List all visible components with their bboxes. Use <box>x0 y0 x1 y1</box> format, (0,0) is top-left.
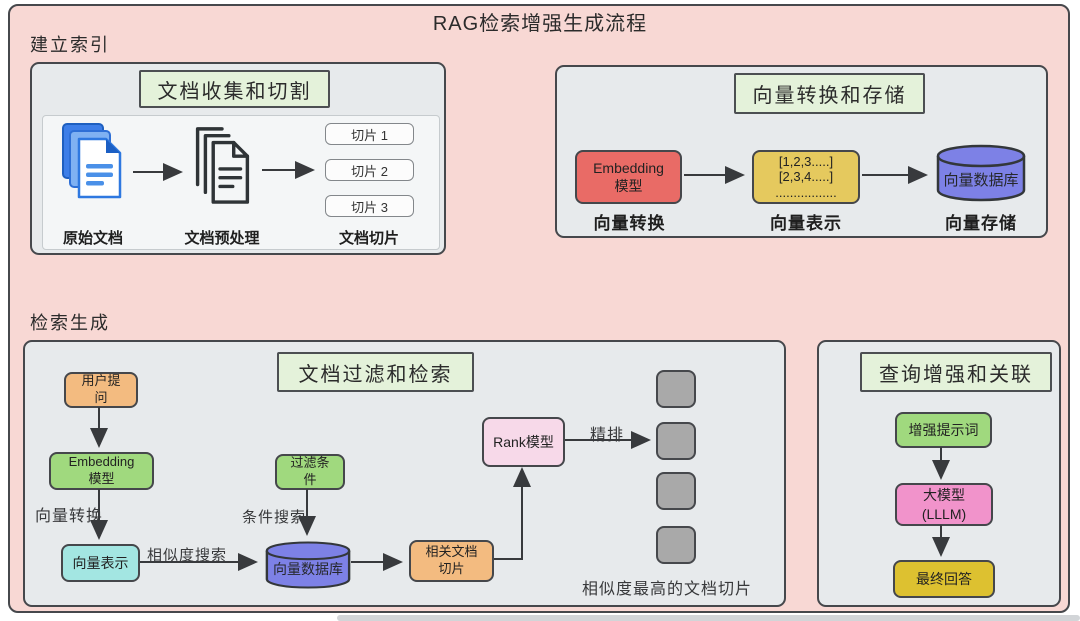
chip-slice-2: 切片 2 <box>325 159 414 181</box>
label-rerank: 精排 <box>590 427 625 444</box>
label-condition-search: 条件搜索 <box>242 509 307 526</box>
source-documents-icon <box>60 122 126 200</box>
panel-augment: 查询增强和关联 增强提示词 大模型 (LLLM) 最终回答 <box>817 340 1061 607</box>
document-preprocess-icon <box>190 124 254 206</box>
diagram-title: RAG检索增强生成流程 <box>432 13 648 35</box>
llm-box: 大模型 (LLLM) <box>895 483 993 526</box>
caption-source-docs: 原始文档 <box>62 230 123 247</box>
vector-repr-box: 向量表示 <box>61 544 140 582</box>
chip-slice-1: 切片 1 <box>325 123 414 145</box>
vector-values-box: [1,2,3.....] [2,3,4.....] ..............… <box>752 150 860 204</box>
rank-model-box: Rank模型 <box>482 417 565 467</box>
doc-chunk-square-1 <box>656 370 696 408</box>
label-similarity-search: 相似度搜索 <box>147 547 228 564</box>
user-query-box: 用户提 问 <box>64 372 138 408</box>
panel-augment-title: 查询增强和关联 <box>860 352 1052 392</box>
augmented-prompt-box: 增强提示词 <box>895 412 992 448</box>
final-answer-box: 最终回答 <box>893 560 995 598</box>
panel-doc-collect-title: 文档收集和切割 <box>139 70 330 108</box>
caption-doc-slices: 文档切片 <box>338 230 399 247</box>
caption-vector-convert: 向量转换 <box>593 214 666 233</box>
label-vector-convert: 向量转换 <box>35 508 104 525</box>
caption-preprocess: 文档预处理 <box>184 230 260 247</box>
caption-vector-storage: 向量存储 <box>945 214 1017 233</box>
vector-database-icon-2: 向量数据库 <box>264 540 352 590</box>
section-label-retrieval: 检索生成 <box>30 313 110 333</box>
related-chunks-box: 相关文档 切片 <box>409 540 494 582</box>
panel-filter-retrieval: 文档过滤和检索 用户提 问 Embedding 模型 向量转换 向量表示 相似度… <box>23 340 786 607</box>
panel-vector-store-title: 向量转换和存储 <box>734 73 925 114</box>
horizontal-scrollbar[interactable] <box>337 615 1080 621</box>
section-label-indexing: 建立索引 <box>30 35 110 55</box>
vector-database-label-2: 向量数据库 <box>273 561 343 577</box>
label-top-chunks: 相似度最高的文档切片 <box>582 581 753 598</box>
doc-chunk-square-2 <box>656 422 696 460</box>
vector-database-label: 向量数据库 <box>943 171 1019 189</box>
embedding-model-box: Embedding 模型 <box>575 150 682 204</box>
doc-chunk-square-3 <box>656 472 696 510</box>
caption-vector-repr: 向量表示 <box>770 214 842 233</box>
panel-doc-collect: 文档收集和切割 切片 1 切片 2 切片 3 <box>30 62 446 255</box>
doc-chunk-square-4 <box>656 526 696 564</box>
filter-condition-box: 过滤条 件 <box>275 454 345 490</box>
embedding-model-box-2: Embedding 模型 <box>49 452 154 490</box>
panel-filter-retrieval-title: 文档过滤和检索 <box>277 352 474 392</box>
chip-slice-3: 切片 3 <box>325 195 414 217</box>
panel-vector-store: 向量转换和存储 Embedding 模型 [1,2,3.....] [2,3,4… <box>555 65 1048 238</box>
vector-database-icon: 向量数据库 <box>935 143 1027 203</box>
